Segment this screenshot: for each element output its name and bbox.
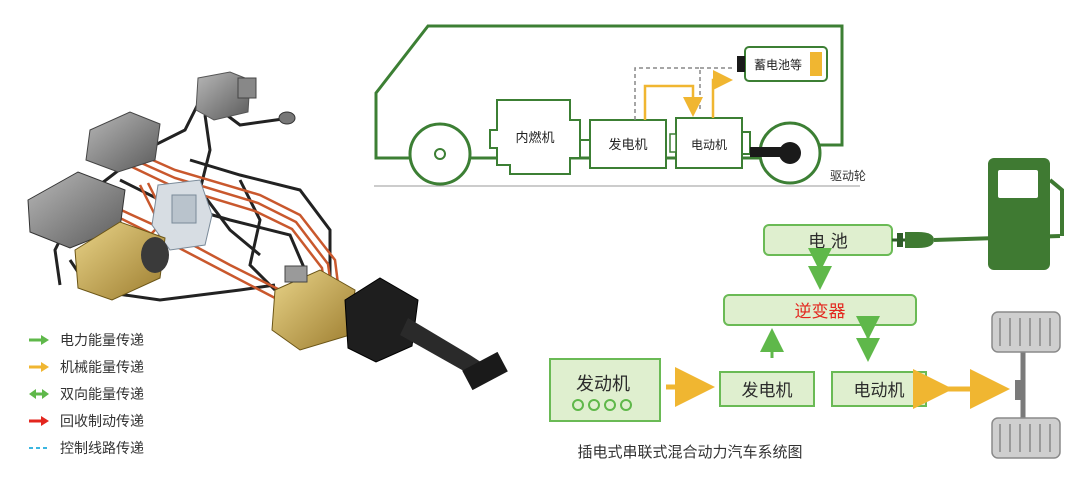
generator-label-top: 发电机 xyxy=(608,137,647,153)
generator-block xyxy=(719,371,815,407)
legend-label: 双向能量传递 xyxy=(60,386,144,403)
legend-label: 回收制动传递 xyxy=(60,413,144,430)
charging-station-icon xyxy=(988,158,1064,270)
generator-unit xyxy=(74,221,169,301)
engine-box xyxy=(489,99,581,175)
drive-wheel-label: 驱动轮 xyxy=(830,169,866,183)
motor-block-label: 电动机 xyxy=(854,381,905,401)
legend: 电力能量传递 机械能量传递 双向能量传递 回收制动传递 控制线路传递 xyxy=(28,326,228,461)
arrow-right-icon xyxy=(29,334,49,345)
motor-label-top: 电动机 xyxy=(691,138,727,152)
vehicle-body-outline xyxy=(374,24,844,160)
drive-shaft xyxy=(750,147,784,157)
traction-motor xyxy=(271,265,356,351)
dashed-line-icon xyxy=(29,446,49,449)
component-illustration xyxy=(27,71,508,391)
legend-label: 控制线路传递 xyxy=(60,440,144,457)
legend-item-mechanical: 机械能量传递 xyxy=(28,353,228,380)
legend-item-regen: 回收制动传递 xyxy=(28,407,228,434)
engine-label: 内燃机 xyxy=(515,130,554,146)
legend-item-bidirectional: 双向能量传递 xyxy=(28,380,228,407)
control-line-dashed xyxy=(634,67,701,120)
system-block-diagram: 电 池 逆变器 xyxy=(549,158,1064,459)
axle-wheels-icon xyxy=(991,311,1061,459)
battery-label-top: 蓄电池等 xyxy=(754,58,802,72)
legend-item-control: 控制线路传递 xyxy=(28,434,228,461)
control-module-top xyxy=(195,71,296,125)
arrow-right-icon xyxy=(29,361,49,372)
legend-label: 机械能量传递 xyxy=(60,359,144,376)
motor-box-top xyxy=(675,117,743,169)
motor-block xyxy=(831,371,927,407)
legend-item-electric: 电力能量传递 xyxy=(28,326,228,353)
generator-box-top xyxy=(589,119,667,169)
legend-label: 电力能量传递 xyxy=(60,332,144,349)
energy-arrow-to-motor xyxy=(643,84,703,120)
engine-block-box xyxy=(549,358,661,422)
gearbox xyxy=(344,277,508,391)
engine-cylinders-icon xyxy=(572,399,632,411)
arrow-right-icon xyxy=(29,415,49,426)
energy-arrow-to-battery xyxy=(711,70,733,118)
diagram-caption: 插电式串联式混合动力汽车系统图 xyxy=(577,443,803,461)
generator-block-label: 发电机 xyxy=(742,381,793,401)
battery-block-label: 电 池 xyxy=(808,232,847,252)
arrow-double-icon xyxy=(29,388,49,399)
engine-block-label: 发动机 xyxy=(576,374,630,395)
vehicle-schematic: 内燃机 发电机 电动机 蓄电池等 驱动轮 xyxy=(374,24,866,187)
engine-block xyxy=(151,179,213,251)
front-wheel xyxy=(408,122,472,186)
inverter-block-label: 逆变器 xyxy=(795,302,846,322)
controller-box xyxy=(85,111,161,173)
